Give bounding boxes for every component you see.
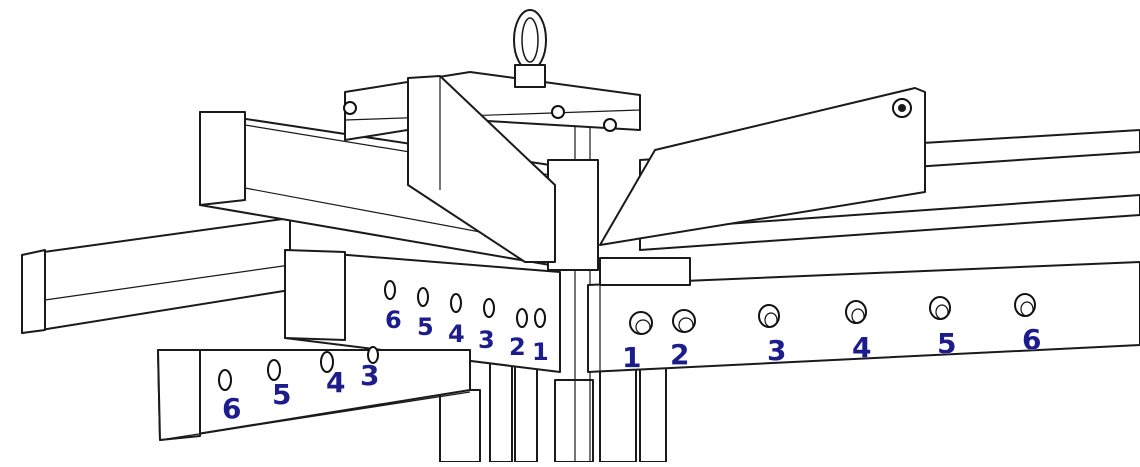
left-upper-label-3: 4: [448, 320, 465, 348]
left-upper-label-2: 5: [417, 313, 434, 341]
right-label-1: 1: [622, 341, 641, 374]
left-lower-label-1: 6: [222, 392, 241, 425]
right-gusset-plate: [599, 87, 926, 246]
left-upper-arm: [284, 249, 561, 373]
left-upper-label-5: 2: [509, 333, 526, 361]
left-upper-label-4: 3: [478, 326, 495, 354]
right-label-3: 3: [767, 334, 786, 367]
left-lower-arm-holes: [218, 346, 379, 391]
left-upper-arm-labels: 6 5 4 3 2 1: [385, 306, 549, 367]
left-upper-label-1: 6: [385, 306, 402, 334]
left-gusset-plate: [407, 75, 556, 263]
right-label-4: 4: [852, 331, 871, 364]
left-upper-arm-holes: [384, 280, 546, 328]
left-lower-arm-labels: 6 5 4 3: [222, 359, 380, 426]
far-left-beam: [21, 217, 291, 334]
right-label-6: 6: [1022, 323, 1041, 356]
left-lower-label-4: 3: [360, 359, 379, 392]
left-lower-label-3: 4: [326, 366, 345, 399]
right-arm-holes: [629, 293, 1036, 335]
right-arm-labels: 1 2 3 4 5 6: [622, 323, 1042, 375]
right-label-2: 2: [670, 338, 689, 371]
right-label-5: 5: [937, 327, 956, 360]
left-upper-label-6: 1: [532, 338, 549, 366]
left-lower-arm: [157, 349, 471, 441]
left-lower-label-2: 5: [272, 378, 291, 411]
